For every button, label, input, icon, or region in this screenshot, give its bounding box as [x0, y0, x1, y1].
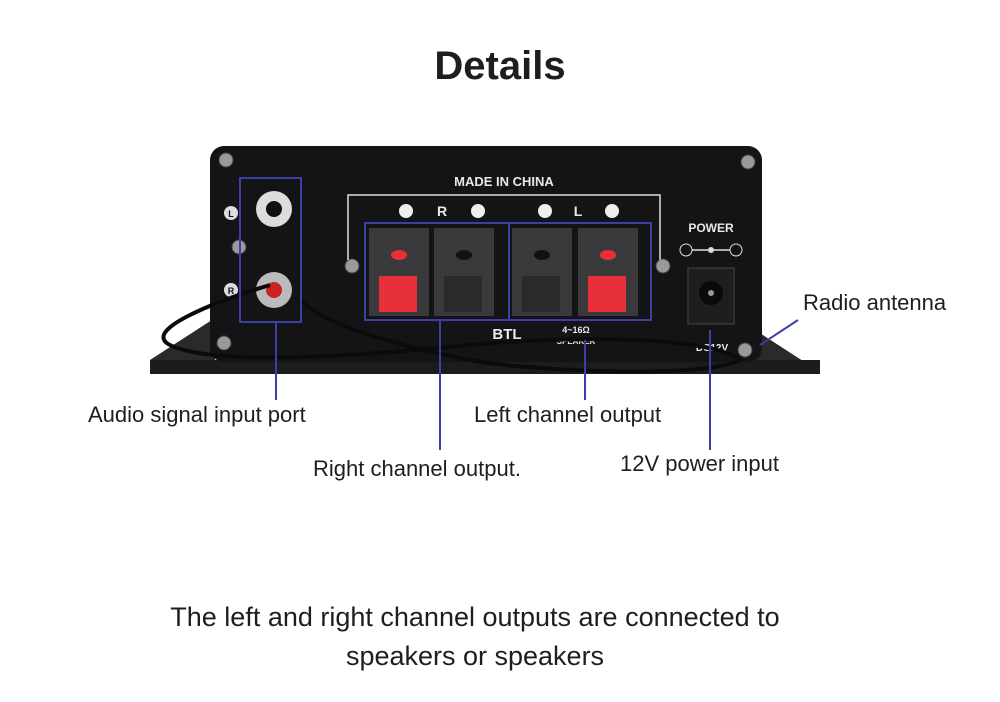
caption-line-1: The left and right channel outputs are c… [170, 602, 780, 632]
callout-lines [239, 177, 799, 450]
impedance-label: 4~16Ω [562, 325, 590, 335]
mounting-bracket [150, 318, 215, 372]
antenna-cable [161, 283, 744, 374]
power-label: POWER [688, 221, 734, 235]
right-output-label: Right channel output. [313, 456, 521, 481]
input-right-mark: R [228, 286, 235, 296]
right-channel-mark: R [437, 203, 447, 219]
caption-line-2: speakers or speakers [345, 641, 605, 671]
power-input-label: 12V power input [620, 451, 779, 476]
speaker-label: SPEAKER [557, 337, 596, 346]
page-title: Details [434, 44, 566, 88]
polarity-icons [399, 204, 619, 218]
caption: The left and right channel outputs are c… [130, 598, 820, 676]
input-left-mark: L [228, 209, 234, 219]
speaker-terminals [369, 228, 638, 316]
screw-icons [216, 152, 756, 358]
left-output-label: Left channel output [474, 402, 662, 427]
audio-input-label: Audio signal input port [88, 402, 306, 427]
radio-antenna-label: Radio antenna [803, 290, 947, 315]
left-channel-mark: L [574, 203, 583, 219]
btl-label: BTL [492, 326, 521, 343]
made-in-label: MADE IN CHINA [454, 174, 554, 189]
